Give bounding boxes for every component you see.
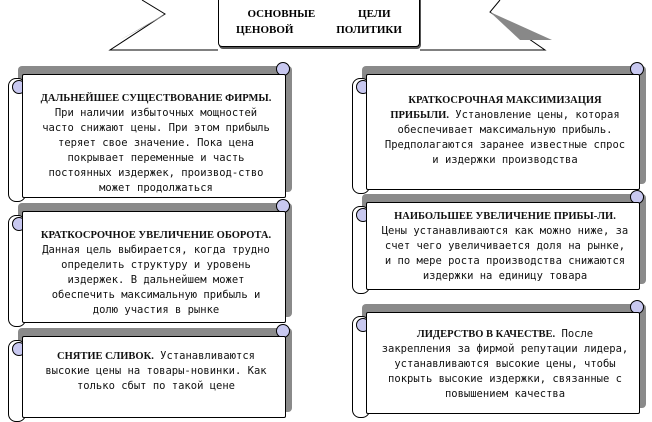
goal-text: При наличии избыточных мощностей часто с… <box>42 107 270 194</box>
goal-title: СНЯТИЕ СЛИВОК. <box>56 351 154 362</box>
title-line-1: ОСНОВНЫЕ ЦЕЛИ <box>247 8 391 20</box>
banner-left-wing <box>108 0 552 51</box>
goal-scroll-quality-leadership: ЛИДЕРСТВО В КАЧЕСТВЕ. После закрепления … <box>352 300 646 418</box>
title-line-2: ЦЕНОВОЙ ПОЛИТИКИ <box>236 24 402 36</box>
goal-scroll-skimming: СНЯТИЕ СЛИВОК. Устанавливаются высокие ц… <box>8 324 292 422</box>
goal-scroll-turnover: КРАТКОСРОЧНОЕ УВЕЛИЧЕНИЕ ОБОРОТА. Данная… <box>8 199 292 327</box>
main-title-banner: ОСНОВНЫЕ ЦЕЛИ ЦЕНОВОЙ ПОЛИТИКИ <box>218 0 420 47</box>
goal-title: ЛИДЕРСТВО В КАЧЕСТВЕ. <box>416 329 556 340</box>
goal-title: КРАТКОСРОЧНОЕ УВЕЛИЧЕНИЕ ОБОРОТА. <box>40 230 272 241</box>
goal-title: НАИБОЛЬШЕЕ УВЕЛИЧЕНИЕ ПРИБЫ-ЛИ. <box>394 211 616 222</box>
goal-scroll-profit-max: КРАТКОСРОЧНАЯ МАКСИМИЗАЦИЯ ПРИБЫЛИ. Уста… <box>352 62 646 194</box>
goal-scroll-survival: ДАЛЬНЕЙШЕЕ СУЩЕСТВОВАНИЕ ФИРМЫ. При нали… <box>8 62 292 202</box>
goal-text: Установление цены, которая обеспечивает … <box>384 109 626 166</box>
goal-scroll-profit-growth: НАИБОЛЬШЕЕ УВЕЛИЧЕНИЕ ПРИБЫ-ЛИ. Цены уст… <box>352 190 646 294</box>
goal-text: Устанавливаются высокие цены на товары-н… <box>45 350 267 392</box>
goal-title: ДАЛЬНЕЙШЕЕ СУЩЕСТВОВАНИЕ ФИРМЫ. <box>40 93 272 104</box>
goal-title: КРАТКОСРОЧНАЯ МАКСИМИЗАЦИЯ ПРИБЫЛИ. <box>390 95 602 121</box>
goal-text: Цены устанавливаются как можно ниже, за … <box>381 225 629 282</box>
goal-text: Данная цель выбирается, когда трудно опр… <box>42 244 270 316</box>
goal-text: После закрепления за фирмой репутации ли… <box>381 328 629 400</box>
